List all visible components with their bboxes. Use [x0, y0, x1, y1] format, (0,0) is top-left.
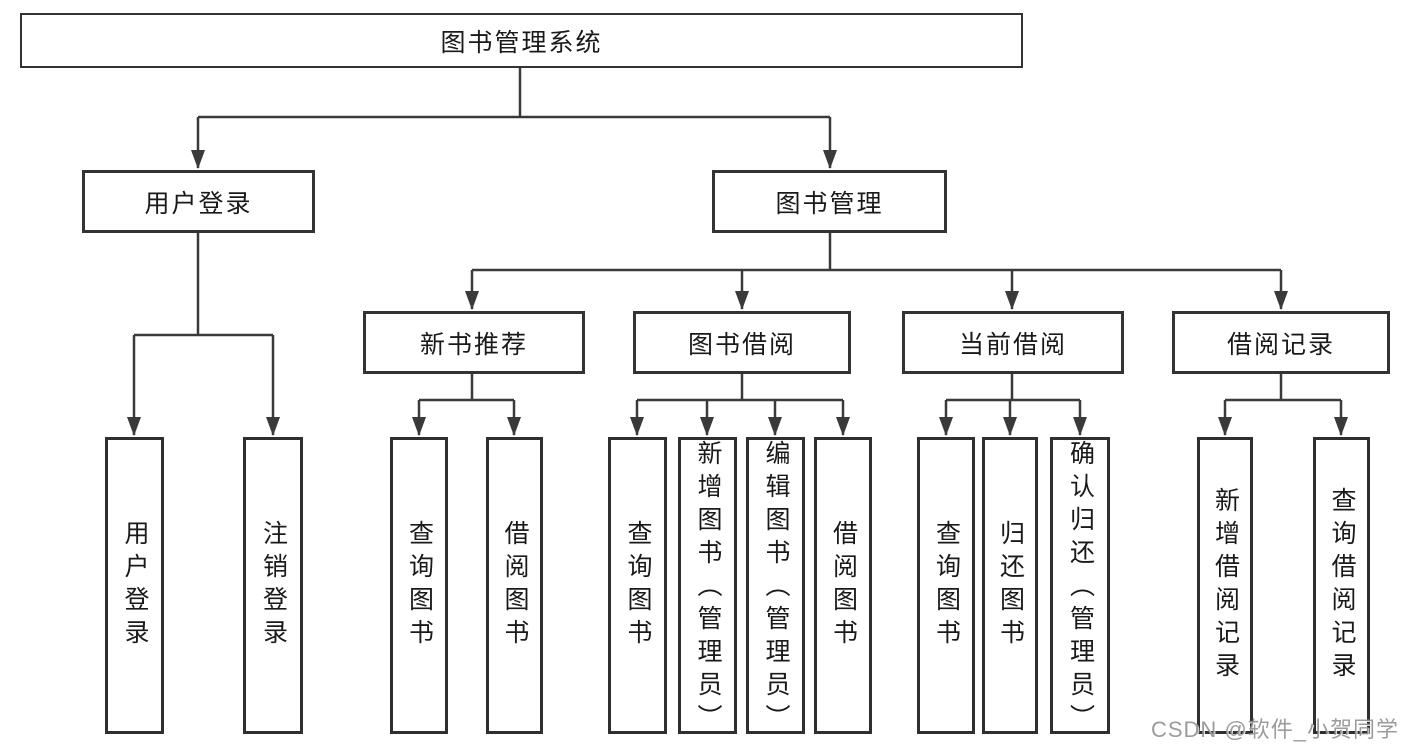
leaf-current-query-books: 查询图书 [917, 437, 975, 734]
leaf-recommend-query-books: 查询图书 [390, 437, 448, 734]
node-borrowing-records: 借阅记录 [1172, 311, 1390, 374]
leaf-user-login: 用户登录 [105, 437, 164, 734]
leaf-logout: 注销登录 [243, 437, 303, 734]
leaf-borrowing-add-books-admin: 新增图书（管理员） [678, 437, 737, 734]
node-new-book-recommend: 新书推荐 [363, 311, 585, 374]
leaf-borrowing-borrow-books: 借阅图书 [814, 437, 872, 734]
node-current-borrowing: 当前借阅 [902, 311, 1124, 374]
connector-segments [134, 68, 1341, 402]
leaf-recommend-borrow-books: 借阅图书 [486, 437, 543, 734]
node-user-login: 用户登录 [82, 170, 315, 233]
leaf-current-return-books: 归还图书 [982, 437, 1038, 734]
leaf-borrowing-query-books: 查询图书 [608, 437, 667, 734]
leaf-current-confirm-return-admin: 确认归还（管理员） [1050, 437, 1110, 734]
watermark-text: CSDN @软件_小贺同学 [1150, 717, 1399, 742]
leaf-records-query-record: 查询借阅记录 [1313, 437, 1370, 734]
node-book-management: 图书管理 [712, 170, 947, 233]
leaf-borrowing-edit-books-admin: 编辑图书（管理员） [746, 437, 805, 734]
node-root: 图书管理系统 [20, 13, 1023, 68]
node-book-borrowing: 图书借阅 [633, 311, 851, 374]
leaf-records-add-record: 新增借阅记录 [1197, 437, 1253, 734]
